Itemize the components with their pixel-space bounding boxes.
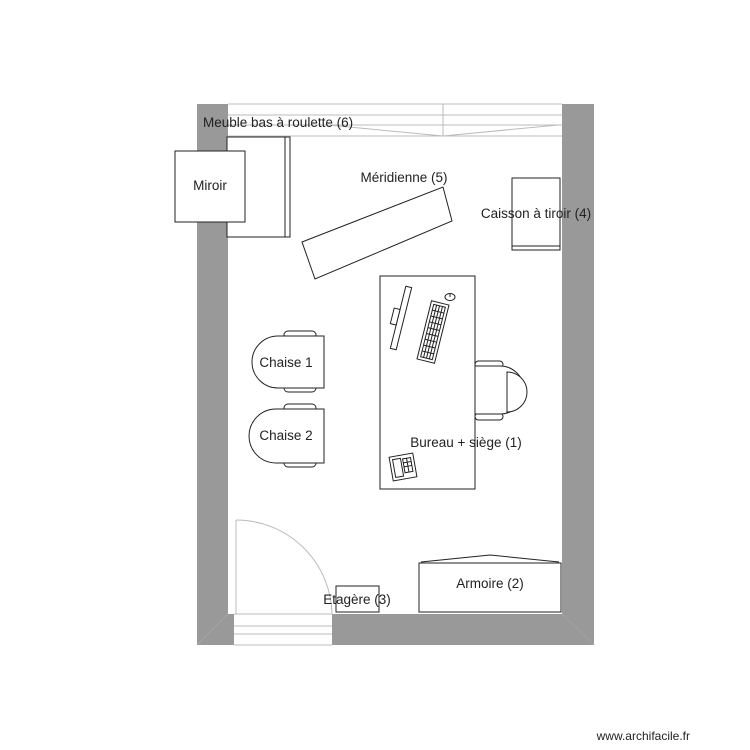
bureau [379, 275, 528, 490]
chaise-1 [251, 330, 325, 393]
wall-bottom-right [332, 614, 594, 645]
office-chair-icon [474, 360, 528, 421]
chaise-1-label: Chaise 1 [259, 355, 312, 370]
bureau-label: Bureau + siège (1) [410, 435, 521, 450]
caisson-label: Caisson à tiroir (4) [481, 206, 591, 221]
miroir [174, 150, 246, 223]
chaise-2 [248, 403, 325, 468]
caisson-tiroir [511, 177, 561, 251]
chaise-2-label: Chaise 2 [259, 428, 312, 443]
monitor-icon [389, 285, 413, 351]
etagere-label: Etagère (3) [323, 592, 391, 607]
armoire [418, 554, 562, 613]
door [234, 519, 333, 646]
phone-icon [388, 452, 418, 482]
wall-bottom-left [197, 614, 234, 645]
meuble-label: Meuble bas à roulette (6) [203, 115, 353, 130]
etagere [335, 585, 380, 613]
window-top [228, 103, 562, 137]
watermark: www.archifacile.fr [596, 729, 690, 743]
armoire-label: Armoire (2) [456, 576, 524, 591]
miroir-label: Miroir [193, 178, 227, 193]
meridienne-label: Méridienne (5) [360, 170, 447, 185]
keyboard-icon [416, 300, 450, 364]
mouse-icon [444, 293, 456, 301]
walls [197, 104, 594, 645]
wall-left [197, 104, 228, 645]
wall-right [562, 104, 594, 645]
meridienne [301, 186, 453, 280]
